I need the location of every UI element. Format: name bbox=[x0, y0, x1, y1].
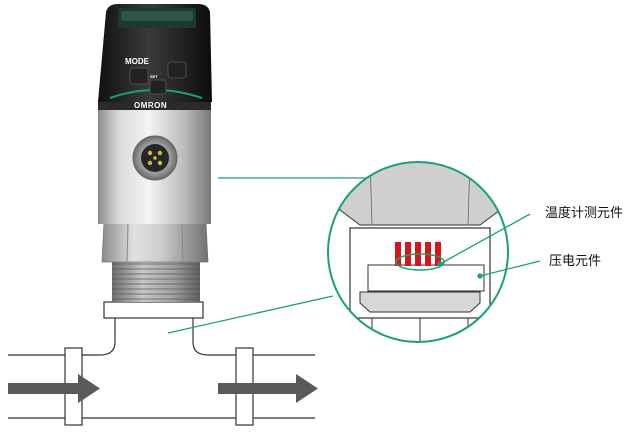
set-label: SET bbox=[150, 74, 158, 79]
up-button[interactable] bbox=[167, 61, 187, 79]
m12-connector bbox=[132, 135, 178, 181]
pipe bbox=[8, 301, 315, 426]
tee-flange bbox=[103, 301, 204, 319]
label-piezo-element: 压电元件 bbox=[549, 254, 601, 269]
zoom-detail bbox=[327, 161, 509, 343]
hex-nut bbox=[101, 221, 209, 263]
piezo-element bbox=[367, 264, 485, 292]
mode-button[interactable] bbox=[129, 67, 149, 85]
flow-arrow-right bbox=[218, 374, 318, 403]
mode-label: MODE bbox=[125, 57, 150, 66]
brand-logo: OMRON bbox=[134, 101, 167, 110]
label-leaders bbox=[437, 213, 541, 279]
flow-arrow-left bbox=[8, 374, 100, 403]
pressure-sensor: MODE SET OMRON bbox=[98, 4, 212, 302]
set-button[interactable] bbox=[149, 79, 167, 95]
callout-lines bbox=[167, 177, 373, 334]
label-temperature-element: 温度计测元件 bbox=[545, 205, 623, 221]
